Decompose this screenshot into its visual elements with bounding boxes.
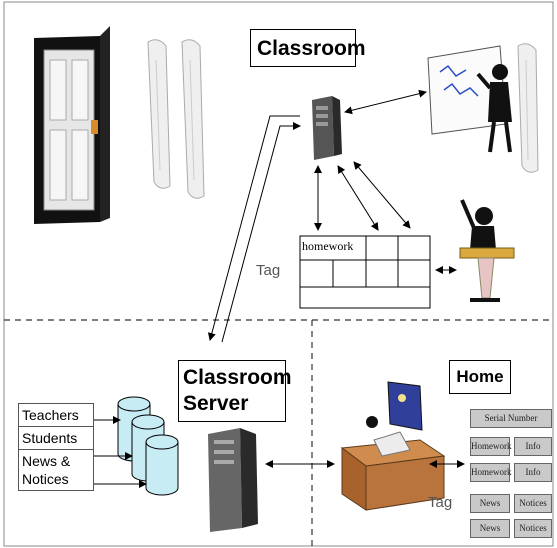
list-item-teachers: Teachers bbox=[19, 404, 93, 427]
home-tag-cell: Info bbox=[514, 463, 552, 482]
server-data-list: Teachers Students News & Notices bbox=[18, 403, 94, 491]
home-tag-serial: Serial Number bbox=[470, 409, 552, 428]
classroom-server-icon bbox=[312, 96, 342, 160]
central-server-icon bbox=[208, 428, 258, 532]
rfid-gate-classroom-icon bbox=[517, 43, 539, 173]
classroom-tag-grid bbox=[299, 235, 431, 309]
arrow-server-grid-2 bbox=[337, 165, 379, 231]
home-tag-cell: Notices bbox=[514, 494, 552, 513]
classroom-server-title-line1: Classroom bbox=[183, 366, 292, 389]
student-desk-icon bbox=[459, 199, 515, 302]
arrow-classroom-to-server bbox=[207, 115, 300, 341]
classroom-title: Classroom bbox=[250, 29, 366, 67]
home-tag-cell: Homework bbox=[470, 437, 512, 456]
door-icon bbox=[34, 26, 110, 224]
home-tag-cell: Homework bbox=[470, 463, 512, 482]
arrow-server-to-classroom bbox=[221, 122, 301, 343]
list-item-news-notices: News & Notices bbox=[22, 453, 71, 487]
database-icon bbox=[117, 396, 179, 496]
arrow-server-teacher bbox=[344, 89, 427, 115]
classroom-tag-label: Tag bbox=[256, 262, 281, 279]
home-tag-cell: News bbox=[470, 494, 510, 513]
rfid-gate-door-icon bbox=[147, 39, 205, 199]
diagram-frame bbox=[3, 1, 554, 547]
classroom-server-title: Classroom Server bbox=[178, 360, 292, 422]
home-desk-computer-icon bbox=[340, 381, 446, 511]
list-item-students: Students bbox=[19, 427, 93, 450]
home-tag-cell: News bbox=[470, 519, 510, 538]
classroom-server-title-line2: Server bbox=[183, 392, 249, 415]
teacher-whiteboard-icon bbox=[427, 45, 512, 153]
arrow-server-grid-3 bbox=[353, 161, 411, 229]
home-title: Home bbox=[449, 360, 511, 394]
grid-header-label: homework bbox=[302, 239, 354, 253]
home-tag-cell: Info bbox=[514, 437, 552, 456]
home-tag-cell: Notices bbox=[514, 519, 552, 538]
home-tag-label: Tag bbox=[428, 494, 453, 511]
